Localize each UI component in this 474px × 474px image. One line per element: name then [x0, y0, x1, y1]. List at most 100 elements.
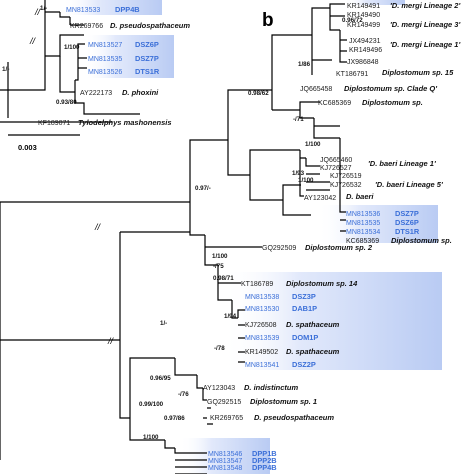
leaf-b-acc: MN813547	[208, 458, 242, 465]
leaf-b-acc: KT186791	[336, 71, 368, 78]
support-a-2: 1/100	[64, 44, 80, 51]
leaf-b-taxon: Diplostomum sp.	[362, 98, 423, 107]
branch-break-b2: //	[107, 336, 115, 346]
leaf-b-taxon: Diplostomum sp. 2	[305, 243, 373, 252]
scale-bar-label: 0.003	[18, 143, 37, 152]
code-a-3: DSZ6P	[135, 40, 159, 49]
branch-break-a1: //	[34, 7, 42, 17]
support-a-1: 1/-	[40, 5, 47, 12]
leaf-b-acc: MN813539	[245, 335, 279, 342]
leaf-b-acc: KC685369	[318, 100, 351, 107]
support-b-5: 1/100	[305, 141, 321, 148]
support-b-2: 1/86	[298, 61, 311, 68]
leaf-b-acc: KR149490	[347, 12, 380, 19]
leaf-b-code: DSZ2P	[292, 360, 316, 369]
support-b-6: 1/93	[292, 170, 305, 177]
highlight-boxes	[62, 0, 442, 474]
taxon-a-7: Tylodelphys mashonensis	[78, 118, 172, 127]
leaf-b-acc: KJ726519	[330, 173, 362, 180]
leaf-b-acc: JQ665460	[320, 157, 352, 164]
leaf-b-acc: MN813530	[245, 306, 279, 313]
leaf-b-acc: KJ726508	[245, 322, 277, 329]
leaf-b-acc: AY123043	[203, 385, 235, 392]
support-b-11: 1/94	[224, 313, 237, 320]
support-b-10: 0.98/71	[213, 275, 234, 282]
leaf-b-acc: KR149499	[347, 22, 380, 29]
accession-a-6: AY222173	[80, 90, 112, 97]
leaf-b-taxon: Diplostomum sp.	[391, 236, 452, 245]
leaf-b-taxon: Diplostomum sp. 1	[250, 397, 317, 406]
leaf-b-acc: MN813534	[346, 229, 380, 236]
leaf-b-taxon: 'D. mergi Lineage 1'	[390, 40, 460, 49]
panel-b-lower-leaves: KT186789 Diplostomum sp. 14 MN813538 DSZ…	[203, 279, 358, 472]
panel-b-mid-leaves: JQ665460 KJ726527 'D. baeri Lineage 1' K…	[262, 157, 443, 252]
leaf-b-acc: JX494231	[349, 38, 381, 45]
leaf-b-acc: MN813541	[245, 362, 279, 369]
leaf-b-taxon: D. pseudospathaceum	[254, 413, 334, 422]
accession-a-7: KF189071	[38, 120, 70, 127]
leaf-b-taxon: D. spathaceum	[286, 320, 340, 329]
leaf-b-acc: JX986848	[347, 59, 379, 66]
leaf-b-taxon: D. spathaceum	[286, 347, 340, 356]
taxon-a-6: D. phoxini	[122, 88, 159, 97]
leaf-b-taxon: 'D. baeri Lineage 5'	[375, 180, 443, 189]
leaf-b-taxon: Diplostomum sp. 15	[382, 68, 454, 77]
leaf-b-taxon: 'D. baeri Lineage 1'	[368, 159, 436, 168]
leaf-b-acc: KJ726527	[320, 165, 352, 172]
support-b-16: 0.97/86	[164, 415, 185, 422]
leaf-b-code: DSZ7P	[395, 209, 419, 218]
accession-a-4: MN813535	[88, 56, 122, 63]
leaf-b-taxon: Diplostomum sp. 14	[286, 279, 358, 288]
support-b-17: 1/100	[143, 434, 159, 441]
taxon-a-2: D. pseudospathaceum	[110, 21, 190, 30]
support-a-3: 0.93/80	[56, 99, 77, 106]
panel-label-b: b	[262, 10, 274, 31]
leaf-b-acc: MN813536	[346, 211, 380, 218]
accession-a-2: KR269766	[70, 23, 103, 30]
leaf-b-acc: KR269765	[210, 415, 243, 422]
support-b-18: 1/100	[212, 253, 228, 260]
leaf-b-acc: MN813546	[208, 451, 242, 458]
leaf-b-acc: KT186789	[241, 281, 273, 288]
leaf-b-taxon: D. indistinctum	[244, 383, 298, 392]
leaf-b-code: DSZ6P	[395, 218, 419, 227]
support-b-1: 0.96/72	[342, 17, 363, 24]
leaf-b-acc: MN813535	[346, 220, 380, 227]
support-b-3: 0.98/62	[248, 90, 269, 97]
branch-break-a2: //	[29, 36, 37, 46]
leaf-b-code: DPP2B	[252, 456, 277, 465]
leaf-b-code: DAB1P	[292, 304, 317, 313]
support-b-8: 0.97/-	[195, 185, 211, 192]
accession-a-1: MN813533	[66, 7, 100, 14]
code-a-1: DPP4B	[115, 5, 140, 14]
code-a-5: DTS1R	[135, 67, 160, 76]
leaf-b-acc: GQ292515	[207, 399, 241, 406]
accession-a-3: MN813527	[88, 42, 122, 49]
code-a-4: DSZ7P	[135, 54, 159, 63]
leaf-b-acc: KR149502	[245, 349, 278, 356]
support-b-12: -/78	[214, 345, 225, 352]
leaf-b-taxon: D. baeri	[346, 192, 374, 201]
support-b-19: -/75	[213, 263, 224, 270]
leaf-b-taxon: 'D. mergi Lineage 2'	[390, 1, 460, 10]
panel-b-tree	[0, 3, 347, 474]
leaf-b-code: DOM1P	[292, 333, 318, 342]
support-b-15: -/76	[178, 391, 189, 398]
leaf-b-acc: MN813538	[245, 294, 279, 301]
branch-break-b1: //	[94, 222, 102, 232]
leaf-b-acc: GQ292509	[262, 245, 296, 252]
leaf-b-acc: KJ726532	[330, 182, 362, 189]
support-a-4: 1/-	[2, 66, 9, 73]
leaf-b-acc: KC685369	[346, 238, 379, 245]
leaf-b-taxon: Diplostomum sp. Clade Q'	[344, 84, 437, 93]
accession-a-5: MN813526	[88, 69, 122, 76]
panel-a-tree	[0, 0, 140, 136]
leaf-b-code: DPP4B	[252, 463, 277, 472]
leaf-b-acc: KR149496	[349, 47, 382, 54]
panel-b-leaves: KR149491 'D. mergi Lineage 2' KR149490 K…	[300, 1, 460, 245]
support-b-13: 0.96/95	[150, 375, 171, 382]
leaf-b-acc: KR149491	[347, 3, 380, 10]
support-b-7: 1/100	[298, 177, 314, 184]
